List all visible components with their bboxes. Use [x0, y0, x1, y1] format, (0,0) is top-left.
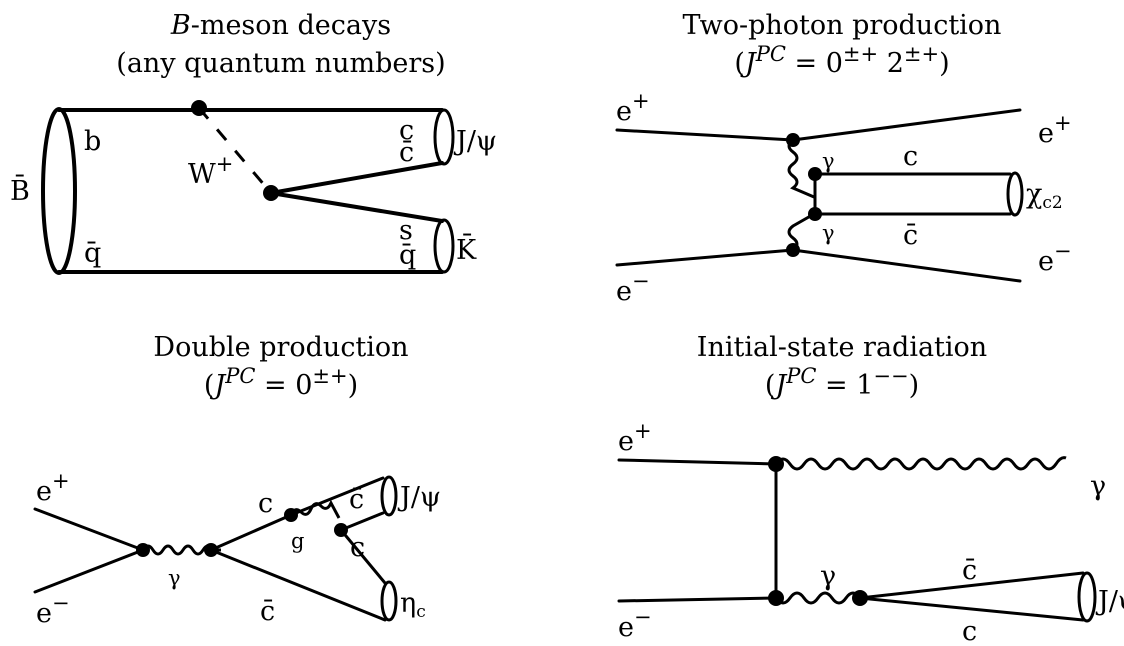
kbar-ellipse	[433, 218, 455, 274]
jpsi-ellipse	[380, 475, 398, 517]
eminus-line	[33, 548, 145, 594]
twophoton-title-line1: Two-photon production	[683, 10, 1002, 41]
label-gamma: γ	[168, 566, 181, 590]
vertex-eminus	[786, 243, 800, 257]
label-gamma-top: γ	[822, 149, 835, 173]
double-jpc: (JPC = 0±+)	[204, 364, 358, 401]
eminus-out-line	[791, 248, 1022, 283]
label-eplus: e+	[618, 419, 652, 457]
panel-bmeson: B-meson decays (any quantum numbers) B̄ …	[10, 10, 497, 275]
photon-top	[787, 138, 815, 199]
panel-isr: Initial-state radiation (JPC = 1−−) e+ e…	[617, 332, 1124, 646]
bmeson-title-line2: (any quantum numbers)	[116, 48, 445, 79]
label-eplus-out: e+	[1038, 111, 1072, 149]
label-eminus: e−	[618, 605, 652, 643]
label-chi-c2: χc2	[1026, 179, 1063, 213]
label-kbar: K̄	[456, 232, 477, 266]
eplus-line	[33, 507, 145, 552]
w-emission-vertex	[191, 100, 207, 116]
label-eplus: e+	[36, 469, 70, 507]
label-eminus-out: e−	[1038, 239, 1072, 277]
jpsi-ellipse	[433, 108, 455, 166]
label-eplus-in: e+	[616, 89, 650, 127]
label-c: c	[903, 141, 918, 172]
charm-line-b	[289, 476, 385, 517]
etac-ellipse	[380, 580, 398, 622]
label-b: b	[84, 126, 101, 157]
double-title-line1: Double production	[153, 332, 408, 363]
vertex-eplus	[786, 133, 800, 147]
label-cbar: c̄	[903, 220, 918, 251]
label-g: g	[291, 529, 304, 553]
charm-line-a	[209, 513, 293, 552]
panel-twophoton: Two-photon production (JPC = 0±+ 2±+) e+…	[615, 10, 1072, 307]
c-line	[858, 596, 1085, 622]
label-c: c	[962, 616, 977, 646]
label-w: W+	[188, 152, 233, 190]
bmeson-title-line1: B-meson decays	[170, 10, 391, 41]
vertex-radiation	[768, 456, 784, 472]
w-boson-propagator	[197, 107, 273, 194]
cbar-pair-line	[339, 511, 385, 532]
virtual-photon	[141, 544, 221, 556]
s-quark-line	[269, 191, 444, 223]
radiated-photon	[774, 456, 1067, 471]
label-c: c	[399, 115, 414, 146]
vertex-annihilation	[136, 543, 150, 557]
c-pair-line	[339, 528, 387, 585]
vertex-gluon-split	[334, 523, 348, 537]
twophoton-jpc: (JPC = 0±+ 2±+)	[734, 42, 949, 79]
label-jpsi: J/ψ	[453, 126, 497, 157]
label-cbar: c̄	[962, 555, 977, 586]
label-s: s	[399, 215, 413, 246]
label-cbar: c̄	[399, 137, 414, 168]
vertex-c	[808, 167, 822, 181]
cbar-quark-line	[269, 161, 444, 195]
eplus-out-line	[791, 108, 1022, 142]
label-jpsi: J/ψ	[1095, 586, 1124, 617]
vertex-cbar	[808, 207, 822, 221]
isr-jpc: (JPC = 1−−)	[765, 364, 919, 401]
label-jpsi: J/ψ	[397, 482, 441, 513]
panel-double: Double production (JPC = 0±+) e+ e− γ c …	[33, 332, 441, 629]
vertex-gluon-emission	[284, 508, 298, 522]
label-gamma-out: γ	[1090, 471, 1106, 502]
label-etac: ηc	[400, 588, 426, 622]
label-cbar-bottom: c̄	[260, 596, 275, 627]
virtual-photon	[774, 591, 872, 605]
label-gamma-bottom: γ	[822, 221, 835, 245]
label-c-top: c	[258, 488, 273, 519]
eplus-line	[617, 458, 778, 466]
bbar-meson-ellipse	[41, 107, 77, 275]
label-gamma-int: γ	[820, 561, 836, 592]
cbar-line	[858, 571, 1085, 600]
eminus-line	[617, 596, 778, 603]
gluon-line	[289, 499, 341, 519]
label-bbar: B̄	[10, 173, 30, 207]
jpsi-ellipse	[1077, 571, 1097, 623]
vertex-pair-production	[204, 543, 218, 557]
anticharm-line	[209, 548, 387, 622]
w-decay-vertex	[263, 185, 279, 201]
label-eminus-in: e−	[616, 269, 650, 307]
label-eminus: e−	[36, 591, 70, 629]
eplus-in-line	[615, 128, 795, 142]
vertex-pair-production	[852, 590, 868, 606]
vertex-annihilation	[768, 590, 784, 606]
label-qbar-left: q̄	[84, 238, 101, 269]
chi-c2-ellipse	[1006, 171, 1024, 217]
label-qbar-right: q̄	[399, 240, 416, 271]
label-c-mid: c	[350, 532, 365, 563]
label-cbar-top: c̄	[349, 484, 364, 515]
isr-title-line1: Initial-state radiation	[697, 332, 987, 363]
eminus-in-line	[615, 248, 795, 267]
